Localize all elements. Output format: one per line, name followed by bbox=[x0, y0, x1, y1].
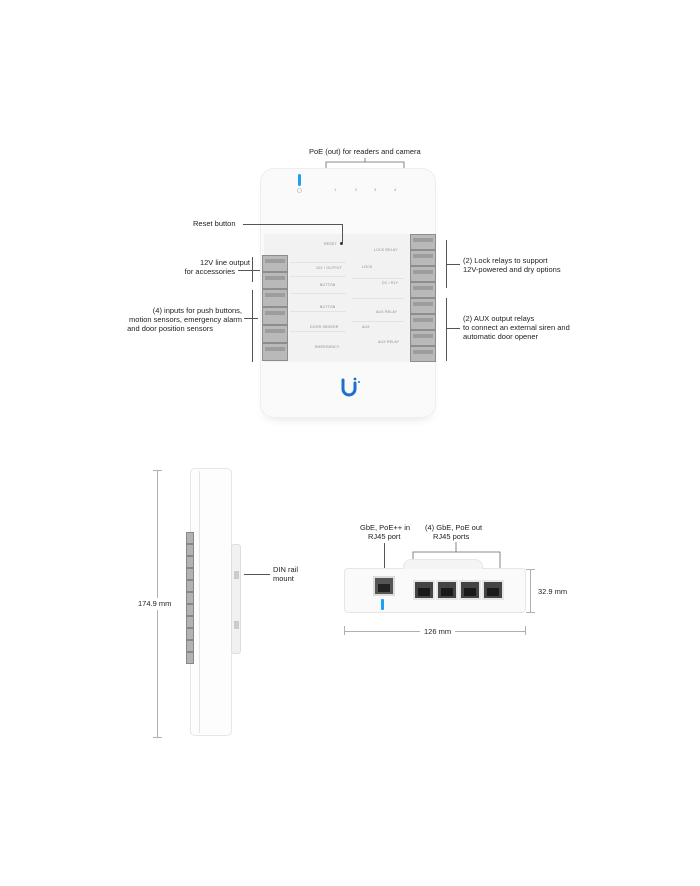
gbe-in-label-2: RJ45 port bbox=[368, 532, 401, 541]
access-hub-front: 1 2 3 4 RESET 12V / OUTPUT BUTTON BUTTON… bbox=[260, 168, 436, 418]
terminal-aux-4[interactable] bbox=[410, 346, 436, 362]
terminal-lock-3[interactable] bbox=[410, 266, 436, 282]
gbe-out-label-1: (4) GbE, PoE out bbox=[425, 523, 483, 532]
ubiquiti-u-logo-icon bbox=[341, 377, 360, 397]
depth-dimension-label: 32.9 mm bbox=[538, 587, 568, 596]
terminal-input-3[interactable] bbox=[262, 325, 288, 343]
reset-button-label: Reset button bbox=[193, 219, 236, 228]
terminal-aux-2[interactable] bbox=[410, 314, 436, 330]
terminal-lock-4[interactable] bbox=[410, 282, 436, 298]
status-led bbox=[298, 174, 301, 186]
terminal-12v-2[interactable] bbox=[262, 272, 288, 289]
status-led-bottom bbox=[381, 599, 384, 610]
aux-relays-label-2: to connect an external siren and bbox=[463, 323, 570, 332]
terminal-12v-1[interactable] bbox=[262, 255, 288, 272]
terminal-aux-1[interactable] bbox=[410, 298, 436, 314]
line-12v-label-1: 12V line output bbox=[199, 258, 250, 267]
rj45-out-port-1[interactable] bbox=[413, 580, 435, 600]
power-icon bbox=[297, 188, 302, 193]
side-terminal-block bbox=[186, 532, 194, 664]
access-hub-side bbox=[190, 468, 232, 736]
rj45-in-port[interactable] bbox=[373, 576, 395, 596]
aux-relays-label-1: (2) AUX output relays bbox=[463, 314, 535, 323]
rj45-out-port-2[interactable] bbox=[436, 580, 458, 600]
gbe-in-label-1: GbE, PoE++ in bbox=[360, 523, 411, 532]
inputs-label-1: (4) inputs for push buttons, bbox=[152, 306, 242, 315]
rj45-out-port-3[interactable] bbox=[459, 580, 481, 600]
lock-relays-label-2: 12V-powered and dry options bbox=[463, 265, 561, 274]
poe-out-label: PoE (out) for readers and camera bbox=[309, 147, 421, 156]
din-rail-label-1: DIN rail bbox=[273, 565, 299, 574]
poe-out-bracket bbox=[325, 158, 405, 171]
terminal-input-4[interactable] bbox=[262, 343, 288, 361]
gbe-out-label-2: RJ45 ports bbox=[433, 532, 470, 541]
inputs-label-3: and door position sensors bbox=[127, 324, 213, 333]
inputs-label-2: motion sensors, emergency alarm bbox=[129, 315, 242, 324]
terminal-lock-2[interactable] bbox=[410, 250, 436, 266]
din-rail-label-2: mount bbox=[273, 574, 294, 583]
width-dimension-label: 126 mm bbox=[420, 627, 456, 637]
terminal-input-1[interactable] bbox=[262, 289, 288, 307]
access-hub-bottom bbox=[344, 559, 526, 613]
lock-relays-label-1: (2) Lock relays to support bbox=[463, 256, 548, 265]
aux-relays-label-3: automatic door opener bbox=[463, 332, 539, 341]
height-dimension-label: 174.9 mm bbox=[138, 598, 172, 610]
terminal-lock-1[interactable] bbox=[410, 234, 436, 250]
line-12v-label-2: for accessories bbox=[184, 267, 235, 276]
rj45-out-port-4[interactable] bbox=[482, 580, 504, 600]
reset-button[interactable] bbox=[340, 242, 343, 245]
din-rail-mount bbox=[231, 544, 241, 654]
terminal-input-2[interactable] bbox=[262, 307, 288, 325]
terminal-aux-3[interactable] bbox=[410, 330, 436, 346]
